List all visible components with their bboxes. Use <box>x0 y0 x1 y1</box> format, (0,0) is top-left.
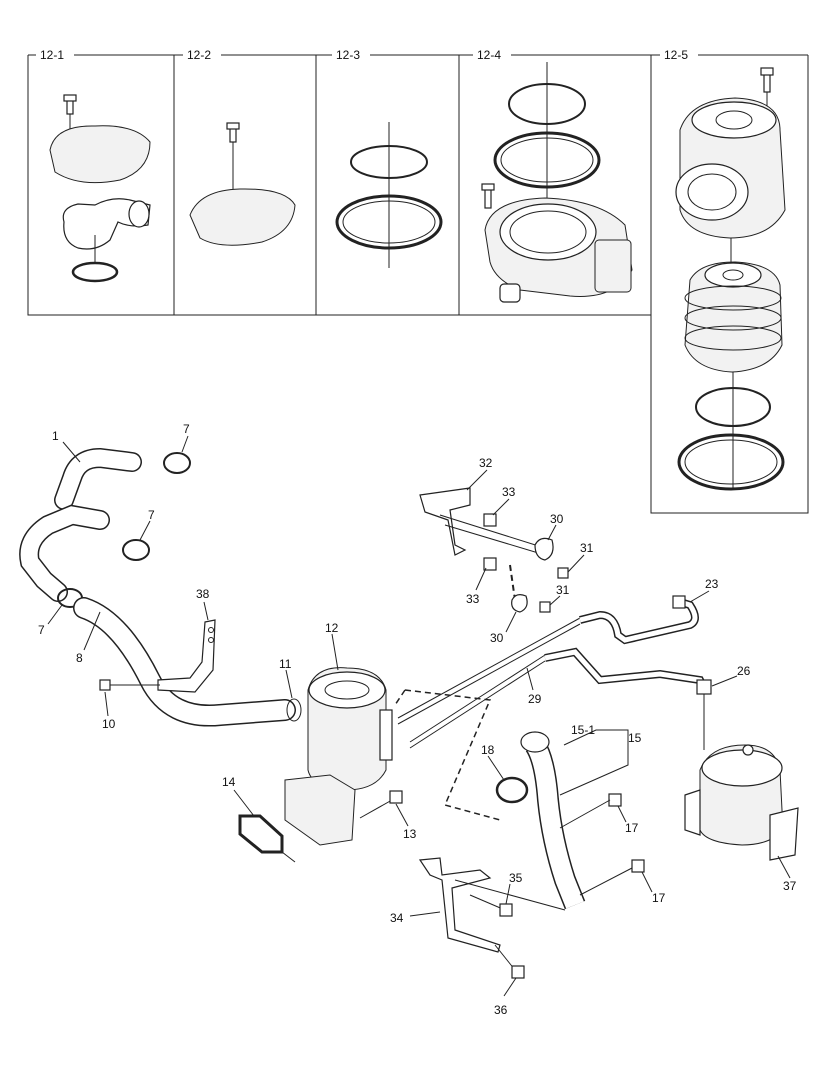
pipe-23 <box>579 595 699 645</box>
bolt-35 <box>469 894 513 917</box>
box-12-1-parts <box>49 94 151 283</box>
box-label-12-2: 12-2 <box>187 48 211 62</box>
callout-29: 29 <box>528 692 542 706</box>
callout-11: 11 <box>279 657 292 671</box>
callout-12: 12 <box>325 621 339 635</box>
callout-23: 23 <box>705 577 719 591</box>
filter-assembly-12 <box>284 667 393 846</box>
callout-15: 15 <box>628 731 642 745</box>
box-12-5-parts <box>675 67 786 491</box>
leader-lines <box>47 435 791 997</box>
callout-17: 17 <box>652 891 666 905</box>
callout-15-1: 15-1 <box>571 723 595 737</box>
pipe-26 <box>544 647 712 750</box>
box-label-12-4: 12-4 <box>477 48 501 62</box>
callout-31: 31 <box>556 583 570 597</box>
callout-33: 33 <box>466 592 480 606</box>
callout-7: 7 <box>183 422 190 436</box>
callout-32: 32 <box>479 456 493 470</box>
callout-38: 38 <box>196 587 210 601</box>
o-ring-11 <box>286 698 302 722</box>
bolts-17 <box>559 793 645 896</box>
box-12-2-parts <box>189 122 296 246</box>
callout-36: 36 <box>494 1003 508 1017</box>
callout-26: 26 <box>737 664 751 678</box>
callout-37: 37 <box>783 879 797 893</box>
box-label-12-5: 12-5 <box>664 48 688 62</box>
dashed-connector <box>404 689 501 821</box>
callout-10: 10 <box>102 717 116 731</box>
bolt-10 <box>99 679 160 691</box>
callout-14: 14 <box>222 775 236 789</box>
callout-1: 1 <box>52 429 59 443</box>
callout-31: 31 <box>580 541 594 555</box>
callout-17: 17 <box>625 821 639 835</box>
callout-30: 30 <box>550 512 564 526</box>
callout-7: 7 <box>38 623 45 637</box>
pipe-8 <box>73 597 296 727</box>
tube-29 <box>397 617 581 749</box>
hose-15 <box>520 731 586 910</box>
bolt-36 <box>494 944 525 979</box>
box-12-4-parts <box>481 62 633 303</box>
hose-1 <box>19 447 142 602</box>
box-12-3-parts <box>335 122 443 268</box>
callout-33: 33 <box>502 485 516 499</box>
bracket-32 <box>419 487 569 613</box>
callout-30: 30 <box>490 631 504 645</box>
callout-18: 18 <box>481 743 495 757</box>
bracket-34 <box>418 857 566 953</box>
box-label-12-1: 12-1 <box>40 48 64 62</box>
bracket-38 <box>157 619 216 693</box>
callout-35: 35 <box>509 871 523 885</box>
callout-13: 13 <box>403 827 417 841</box>
callout-8: 8 <box>76 651 83 665</box>
box-label-12-3: 12-3 <box>336 48 360 62</box>
clamp-18 <box>495 776 529 804</box>
filter-37 <box>684 744 799 861</box>
bolt-13 <box>359 790 403 819</box>
callout-34: 34 <box>390 911 404 925</box>
clamp-7 <box>57 452 191 608</box>
callout-7: 7 <box>148 508 155 522</box>
gasket-14 <box>238 814 296 863</box>
